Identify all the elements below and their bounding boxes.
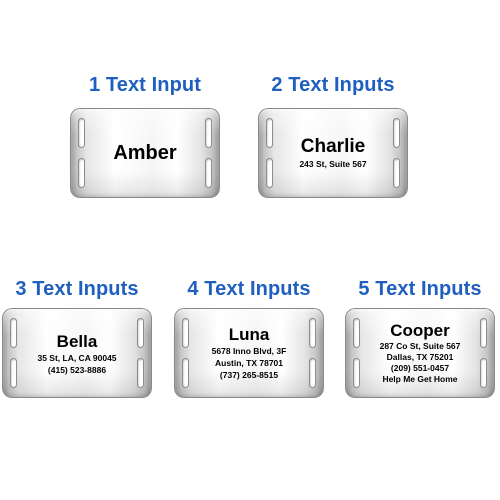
strap-slot (205, 158, 212, 188)
engraving-line: Help Me Get Home (382, 374, 458, 384)
strap-slot (182, 318, 189, 348)
slide-tag: Charlie 243 St, Suite 567 (258, 108, 408, 198)
engraving-line: 287 Co St, Suite 567 (379, 341, 461, 351)
strap-slot (137, 358, 144, 388)
engraving-line: Austin, TX 78701 (214, 358, 284, 368)
engraving-line: (415) 523-8886 (47, 364, 107, 375)
option-heading: 3 Text Inputs (15, 278, 139, 300)
slide-tag: Amber (70, 108, 220, 198)
strap-slot (480, 358, 487, 388)
strap-slot (309, 318, 316, 348)
strap-slot (137, 318, 144, 348)
strap-slot (78, 118, 85, 148)
slide-tag: Luna 5678 Inno Blvd, 3F Austin, TX 78701… (174, 308, 324, 398)
option-heading: 4 Text Inputs (187, 278, 311, 300)
slide-tag: Bella 35 St, LA, CA 90045 (415) 523-8886 (2, 308, 152, 398)
pet-name: Luna (228, 325, 270, 344)
engraving: Cooper 287 Co St, Suite 567 Dallas, TX 7… (345, 308, 495, 398)
slide-tag: Cooper 287 Co St, Suite 567 Dallas, TX 7… (345, 308, 495, 398)
strap-slot (205, 118, 212, 148)
engraving-line: (209) 551-0457 (390, 363, 450, 373)
strap-slot (480, 318, 487, 348)
strap-slot (182, 358, 189, 388)
option-heading: 2 Text Inputs (271, 74, 395, 96)
strap-slot (393, 158, 400, 188)
engraving-line: (737) 265-8515 (219, 370, 279, 380)
strap-slot (10, 358, 17, 388)
pet-name: Cooper (390, 321, 450, 340)
pet-name: Amber (113, 141, 177, 164)
pet-name: Charlie (300, 136, 366, 157)
strap-slot (353, 358, 360, 388)
engraving: Bella 35 St, LA, CA 90045 (415) 523-8886 (2, 308, 152, 398)
strap-slot (266, 158, 273, 188)
strap-slot (353, 318, 360, 348)
strap-slot (78, 158, 85, 188)
pet-name: Bella (56, 331, 98, 351)
strap-slot (266, 118, 273, 148)
engraving-line: 35 St, LA, CA 90045 (37, 352, 117, 363)
engraving-line: Dallas, TX 75201 (386, 352, 454, 362)
option-heading: 5 Text Inputs (358, 278, 482, 300)
engraving: Charlie 243 St, Suite 567 (258, 108, 408, 198)
engraving: Amber (70, 108, 220, 198)
option-heading: 1 Text Input (89, 74, 201, 96)
engraving-line: 5678 Inno Blvd, 3F (211, 346, 287, 356)
engraving: Luna 5678 Inno Blvd, 3F Austin, TX 78701… (174, 308, 324, 398)
strap-slot (10, 318, 17, 348)
strap-slot (393, 118, 400, 148)
engraving-line: 243 St, Suite 567 (299, 159, 367, 169)
strap-slot (309, 358, 316, 388)
